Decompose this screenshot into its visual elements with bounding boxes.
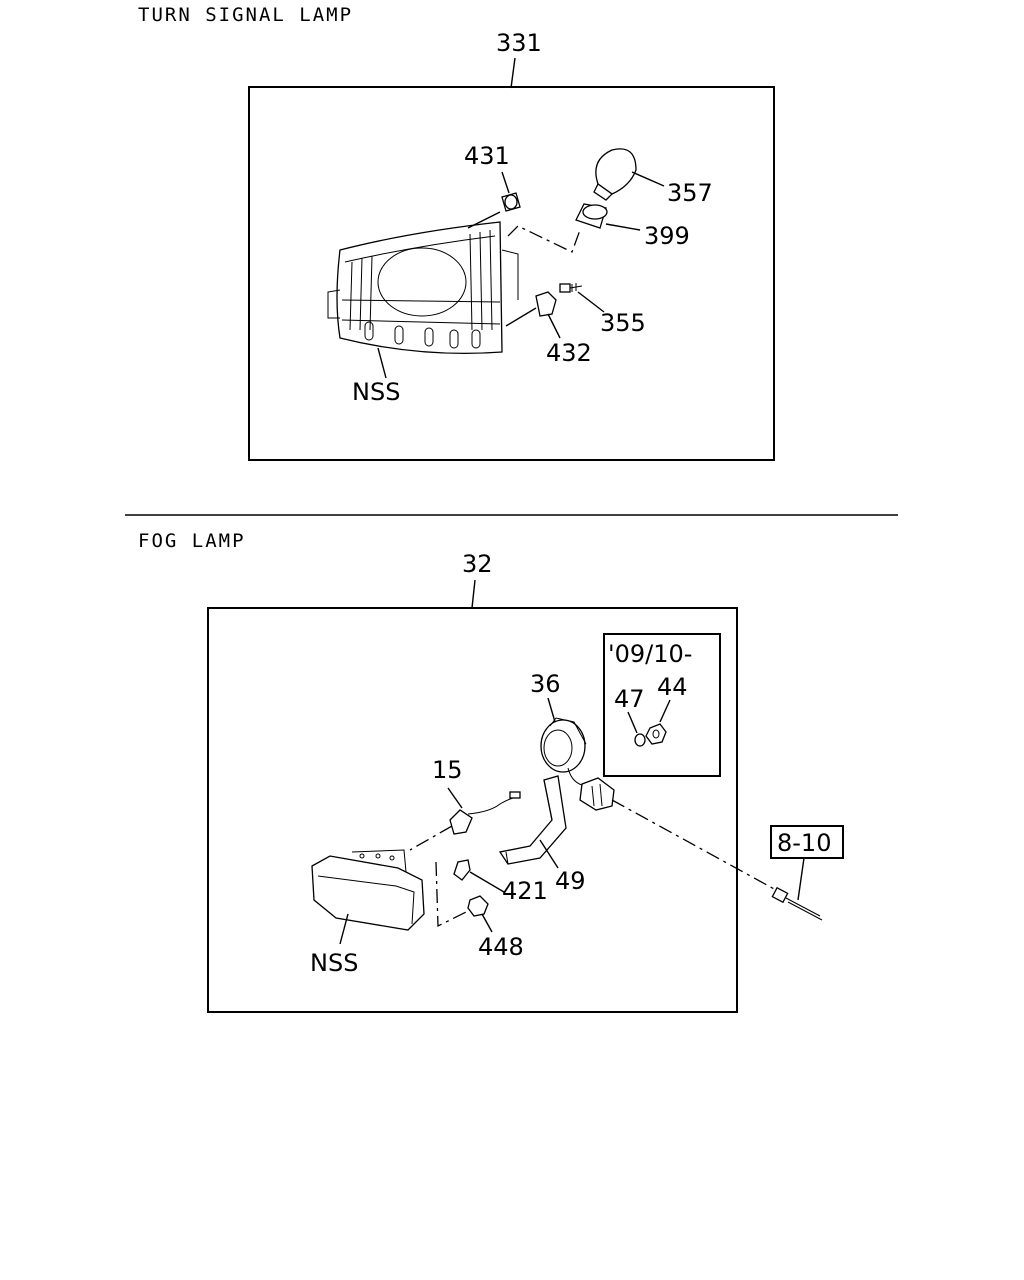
fog-lamp-frame	[207, 607, 738, 1013]
assembly-leader-32	[471, 579, 476, 609]
leader-432	[547, 313, 561, 339]
part-15-bulb	[449, 791, 521, 835]
turn-signal-lamp-housing	[327, 221, 519, 355]
turn-signal-title: TURN SIGNAL LAMP	[138, 4, 353, 26]
harness-plug	[771, 886, 823, 921]
callout-nss-fog[interactable]: NSS	[310, 949, 358, 977]
leader-nss-turn	[377, 347, 387, 379]
fog-lamp-title: FOG LAMP	[138, 530, 246, 552]
leader-421	[469, 871, 505, 893]
mount-line-421	[435, 861, 471, 928]
reference-box-8-10[interactable]	[770, 825, 844, 859]
turn-signal-assembly-number[interactable]: 331	[496, 29, 542, 57]
callout-49[interactable]: 49	[555, 867, 586, 895]
turn-signal-frame	[248, 86, 775, 461]
callout-432[interactable]: 432	[546, 339, 592, 367]
leader-44	[659, 699, 671, 723]
part-357-bulb	[593, 148, 637, 201]
leader-15	[447, 787, 463, 809]
fog-lamp-housing	[311, 849, 425, 931]
callout-355[interactable]: 355	[600, 309, 646, 337]
leader-431	[501, 171, 510, 194]
reference-8-10[interactable]: 8-10	[777, 829, 831, 857]
inset-label-0910: '09/10-	[608, 640, 692, 668]
fog-lamp-assembly-number[interactable]: 32	[462, 550, 493, 578]
leader-49	[539, 839, 559, 869]
fog-lamp-connector	[567, 767, 615, 811]
bulb-insert-line	[409, 825, 453, 851]
leader-36	[547, 697, 556, 723]
leader-ref-8-10	[797, 857, 805, 901]
part-36-cover	[540, 717, 587, 773]
assembly-leader-331	[510, 57, 516, 89]
assembly-line-431	[467, 211, 501, 229]
inset-box-0910	[603, 633, 721, 777]
assembly-line-432	[505, 307, 537, 327]
leader-nss-fog	[339, 913, 349, 945]
part-44-nut	[645, 723, 667, 745]
part-432-clip	[535, 291, 557, 317]
leader-355	[577, 291, 605, 313]
callout-nss-turn[interactable]: NSS	[352, 378, 400, 406]
callout-36[interactable]: 36	[530, 670, 561, 698]
callout-47[interactable]: 47	[614, 685, 645, 713]
callout-399[interactable]: 399	[644, 222, 690, 250]
part-355-screw	[559, 283, 583, 293]
part-421-clip	[453, 859, 471, 881]
part-47-washer	[634, 733, 646, 747]
callout-431[interactable]: 431	[464, 142, 510, 170]
callout-448[interactable]: 448	[478, 933, 524, 961]
part-399-socket	[575, 203, 608, 229]
leader-399	[605, 223, 641, 231]
leader-357	[631, 171, 665, 187]
callout-15[interactable]: 15	[432, 756, 463, 784]
part-431-grommet	[501, 192, 521, 212]
callout-44[interactable]: 44	[657, 673, 688, 701]
part-448-nut	[467, 895, 489, 917]
callout-357[interactable]: 357	[667, 179, 713, 207]
callout-421[interactable]: 421	[502, 877, 548, 905]
part-49-bracket	[498, 775, 567, 865]
harness-dashed-line	[611, 799, 777, 891]
leader-47	[627, 711, 638, 734]
wire-path-399	[507, 225, 581, 253]
leader-448	[481, 913, 493, 933]
